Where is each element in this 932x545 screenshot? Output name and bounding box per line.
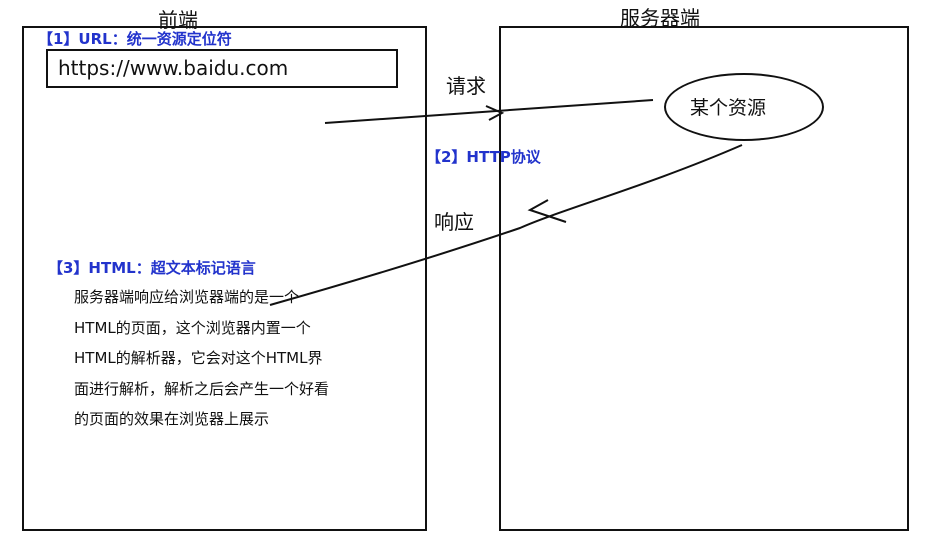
response-label: 响应 <box>434 210 474 234</box>
explanation-line: 服务器端响应给浏览器端的是一个 <box>74 288 300 306</box>
explanation-line: 的页面的效果在浏览器上展示 <box>74 410 270 428</box>
resource-ellipse <box>664 73 824 141</box>
html-note: 【3】HTML：超文本标记语言 <box>48 259 256 277</box>
explanation-text: 服务器端响应给浏览器端的是一个 HTML的页面，这个浏览器内置一个 HTML的解… <box>74 282 414 435</box>
frontend-title: 前端 <box>158 8 198 32</box>
http-protocol-note: 【2】HTTP协议 <box>426 148 541 166</box>
server-title: 服务器端 <box>620 6 700 30</box>
url-bar: https://www.baidu.com <box>46 49 398 88</box>
explanation-line: HTML的页面，这个浏览器内置一个 <box>74 318 311 337</box>
request-label: 请求 <box>446 74 486 98</box>
resource-label: 某个资源 <box>690 97 767 119</box>
frontend-box <box>22 26 427 531</box>
explanation-line: HTML的解析器，它会对这个HTML界 <box>74 349 323 367</box>
url-note: 【1】URL：统一资源定位符 <box>38 30 232 48</box>
explanation-line: 面进行解析，解析之后会产生一个好看 <box>74 379 330 398</box>
